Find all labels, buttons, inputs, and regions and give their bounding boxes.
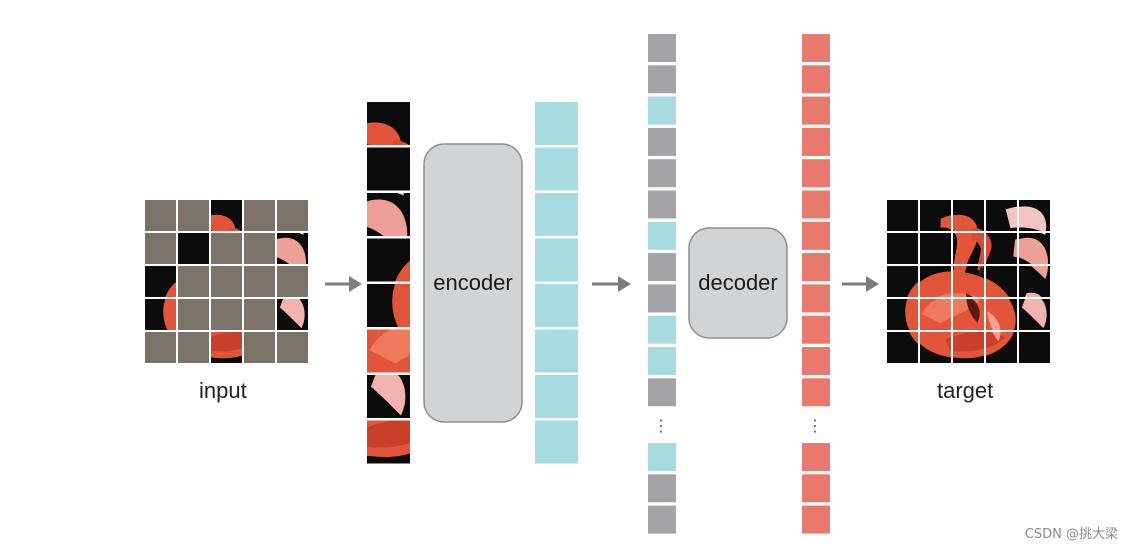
- input-label: input: [199, 378, 247, 403]
- decoder-output-token: [802, 284, 830, 313]
- decoder-output-token: [802, 190, 830, 219]
- input-masked-patch: [277, 200, 308, 231]
- input-masked-patch: [244, 332, 275, 363]
- decoder-output-token: [802, 505, 830, 534]
- input-masked-patch: [145, 200, 176, 231]
- target-label: target: [937, 378, 994, 403]
- decoder-input-mask-token: [648, 284, 676, 313]
- input-masked-patch: [178, 299, 209, 330]
- target-grid: [887, 200, 1050, 363]
- decoder-box: decoder: [688, 227, 788, 339]
- decoder-output-ellipsis: ⋮: [807, 418, 823, 435]
- input-masked-patch: [244, 233, 275, 264]
- decoder-output-token: [802, 315, 830, 344]
- decoder-input-visible-token: [648, 221, 676, 250]
- decoder-input-mask-token: [648, 190, 676, 219]
- input-grid: [145, 200, 308, 363]
- decoder-output-column: [802, 34, 830, 534]
- input-masked-patch: [244, 266, 275, 297]
- encoder-output-column: [535, 102, 578, 464]
- encoder-output-token: [535, 102, 578, 145]
- encoder-box: encoder: [423, 143, 523, 423]
- decoder-input-mask-token: [648, 505, 676, 534]
- decoder-input-mask-token: [648, 159, 676, 188]
- encoder-output-token: [535, 284, 578, 327]
- input-masked-patch: [178, 266, 209, 297]
- decoder-input-mask-token: [648, 253, 676, 282]
- input-masked-patch: [145, 233, 176, 264]
- decoder-input-mask-token: [648, 34, 676, 62]
- decoder-output-token: [802, 34, 830, 62]
- decoder-output-token: [802, 65, 830, 94]
- input-masked-patch: [145, 332, 176, 363]
- input-masked-patch: [277, 266, 308, 297]
- input-masked-patch: [244, 299, 275, 330]
- decoder-output-token: [802, 347, 830, 375]
- arrow-encoder-to-decoder-inputs: [592, 276, 631, 292]
- input-masked-patch: [178, 332, 209, 363]
- encoder-output-token: [535, 147, 578, 191]
- arrow-decoder-to-target: [842, 276, 879, 292]
- decoder-input-visible-token: [648, 347, 676, 375]
- input-masked-patch: [244, 200, 275, 231]
- input-masked-patch: [211, 266, 242, 297]
- encoder-output-token: [535, 375, 578, 418]
- decoder-output-token: [802, 127, 830, 156]
- input-masked-patch: [277, 332, 308, 363]
- decoder-input-column: [648, 34, 676, 534]
- input-masked-patch: [211, 233, 242, 264]
- decoder-output-token: [802, 253, 830, 282]
- decoder-input-mask-token: [648, 127, 676, 156]
- decoder-input-ellipsis: ⋮: [653, 418, 669, 435]
- decoder-output-token: [802, 221, 830, 250]
- decoder-input-mask-token: [648, 65, 676, 94]
- decoder-input-visible-token: [648, 96, 676, 125]
- decoder-input-mask-token: [648, 474, 676, 503]
- arrow-input-to-patches: [325, 276, 362, 292]
- decoder-output-token: [802, 159, 830, 188]
- decoder-output-token: [802, 474, 830, 503]
- encoder-output-token: [535, 193, 578, 236]
- decoder-input-visible-token: [648, 315, 676, 344]
- watermark: CSDN @挑大梁: [1024, 527, 1118, 542]
- encoder-output-token: [535, 329, 578, 373]
- decoder-output-token: [802, 96, 830, 125]
- input-masked-patch: [211, 299, 242, 330]
- encoder-output-token: [535, 420, 578, 464]
- input-masked-patch: [178, 200, 209, 231]
- decoder-output-token: [802, 443, 830, 471]
- decoder-label: decoder: [698, 270, 778, 295]
- decoder-input-mask-token: [648, 378, 676, 407]
- encoder-label: encoder: [433, 270, 513, 295]
- encoder-output-token: [535, 238, 578, 282]
- decoder-output-token: [802, 378, 830, 407]
- decoder-input-visible-token: [648, 443, 676, 471]
